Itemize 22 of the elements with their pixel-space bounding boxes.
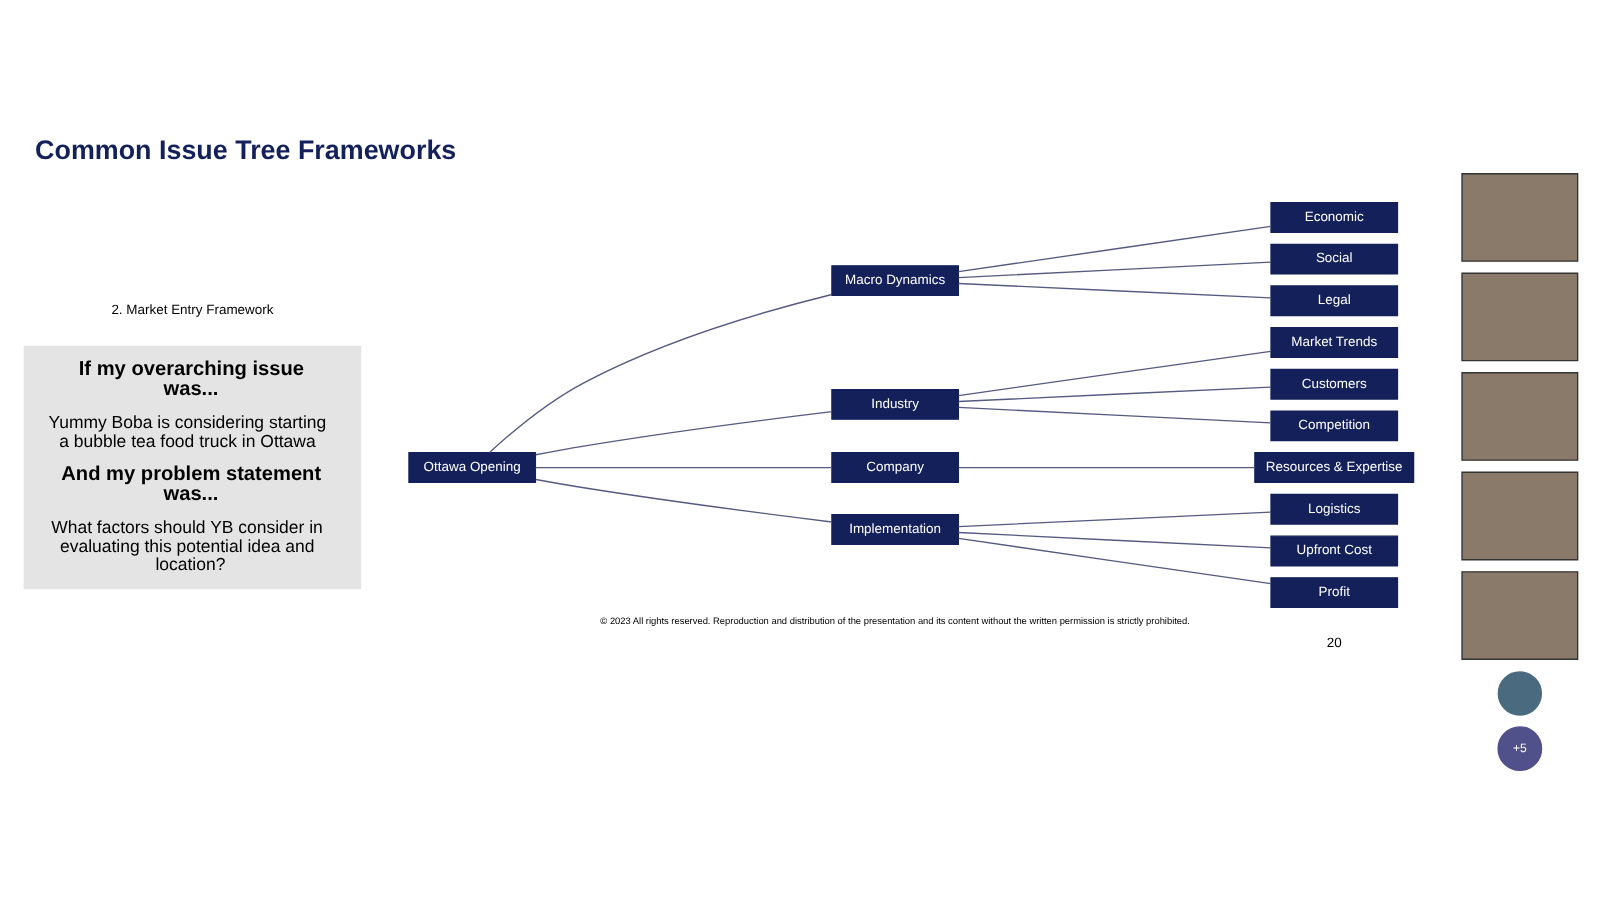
- connector: [534, 410, 832, 456]
- connector: [487, 293, 832, 454]
- connector: [534, 478, 832, 523]
- node-box: [1460, 571, 1578, 660]
- node-box: If my overarching issue was... Yummy Boba is considering starting a bubble tea food truck in Ottawa And my problem statement was... What factors should YB consider in evaluating this potential idea and location?: [22, 345, 361, 590]
- connector: [956, 406, 1271, 424]
- connector: [956, 466, 1255, 469]
- connector: [956, 350, 1271, 397]
- diagram-title: Common Issue Tree Frameworks: [34, 134, 456, 165]
- connector: [956, 225, 1271, 273]
- connector: [956, 282, 1271, 299]
- connector: [956, 531, 1271, 549]
- connector: [533, 466, 832, 469]
- node-box: [1460, 272, 1578, 362]
- connector: [956, 537, 1271, 585]
- connector: [956, 261, 1271, 279]
- node-circle: [1496, 671, 1541, 716]
- connector: [956, 386, 1271, 403]
- connector: [956, 511, 1271, 528]
- node-box: [1460, 173, 1578, 262]
- node-box: [1460, 471, 1578, 561]
- node-box: [1460, 372, 1578, 461]
